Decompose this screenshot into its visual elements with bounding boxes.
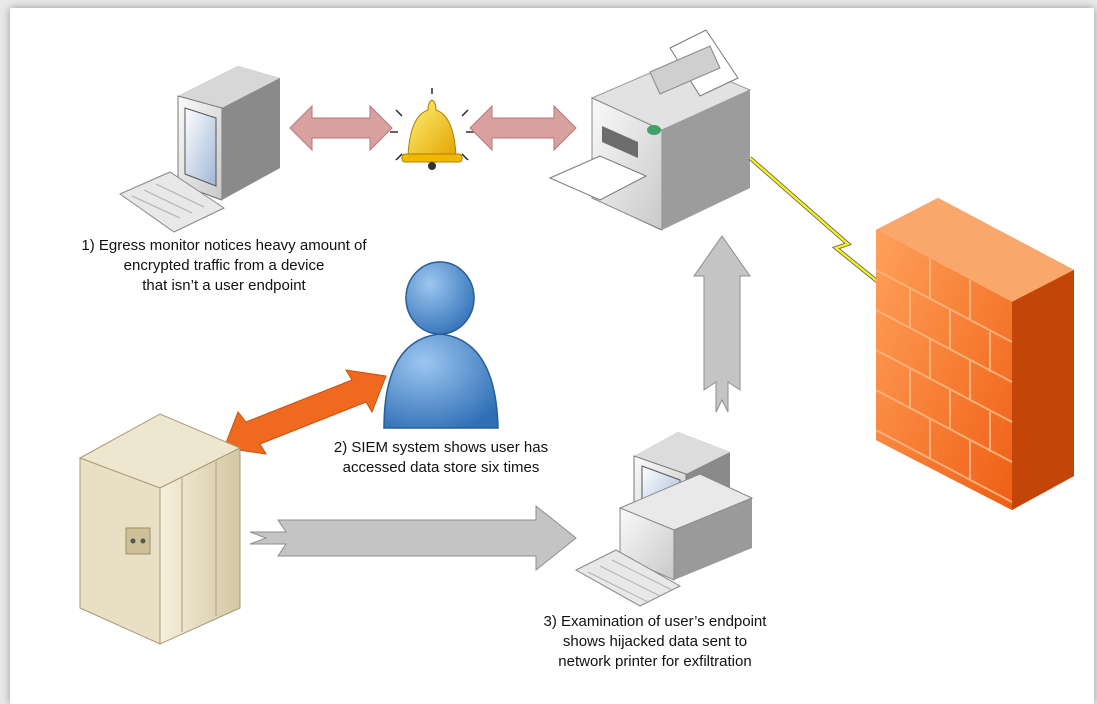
step3-caption: 3) Examination of user’s endpoint shows … — [510, 612, 800, 672]
step2-caption-line2: accessed data store six times — [342, 459, 540, 476]
network-printer-icon — [548, 29, 752, 231]
gray-arrow-server-to-endpoint — [249, 504, 577, 572]
user-endpoint-icon — [574, 432, 754, 607]
step1-caption: 1) Egress monitor notices heavy amount o… — [54, 236, 394, 296]
step3-caption-line2: shows hijacked data sent to — [562, 633, 748, 650]
step1-caption-line3: that isn’t a user endpoint — [142, 277, 306, 294]
step2-caption-line1: 2) SIEM system shows user has — [333, 439, 549, 456]
user-icon — [383, 261, 499, 429]
workstation-icon — [118, 66, 280, 233]
data-store-server-icon — [78, 413, 242, 645]
step2-caption: 2) SIEM system shows user has accessed d… — [306, 438, 576, 478]
diagram-canvas — [78, 29, 1074, 645]
pink-double-arrow-right — [469, 104, 577, 152]
step3-caption-line1: 3) Examination of user’s endpoint — [543, 613, 767, 630]
diagram-frame: 1) Egress monitor notices heavy amount o… — [10, 8, 1094, 704]
alarm-bell-icon — [390, 88, 474, 170]
gray-arrow-endpoint-to-printer — [693, 235, 751, 413]
step1-caption-line2: encrypted traffic from a device — [123, 257, 325, 274]
step1-caption-line1: 1) Egress monitor notices heavy amount o… — [81, 237, 367, 254]
step3-caption-line3: network printer for exfiltration — [558, 653, 752, 670]
orange-double-arrow — [223, 369, 387, 455]
pink-double-arrow-left — [289, 104, 393, 152]
firewall-icon — [875, 198, 1074, 510]
